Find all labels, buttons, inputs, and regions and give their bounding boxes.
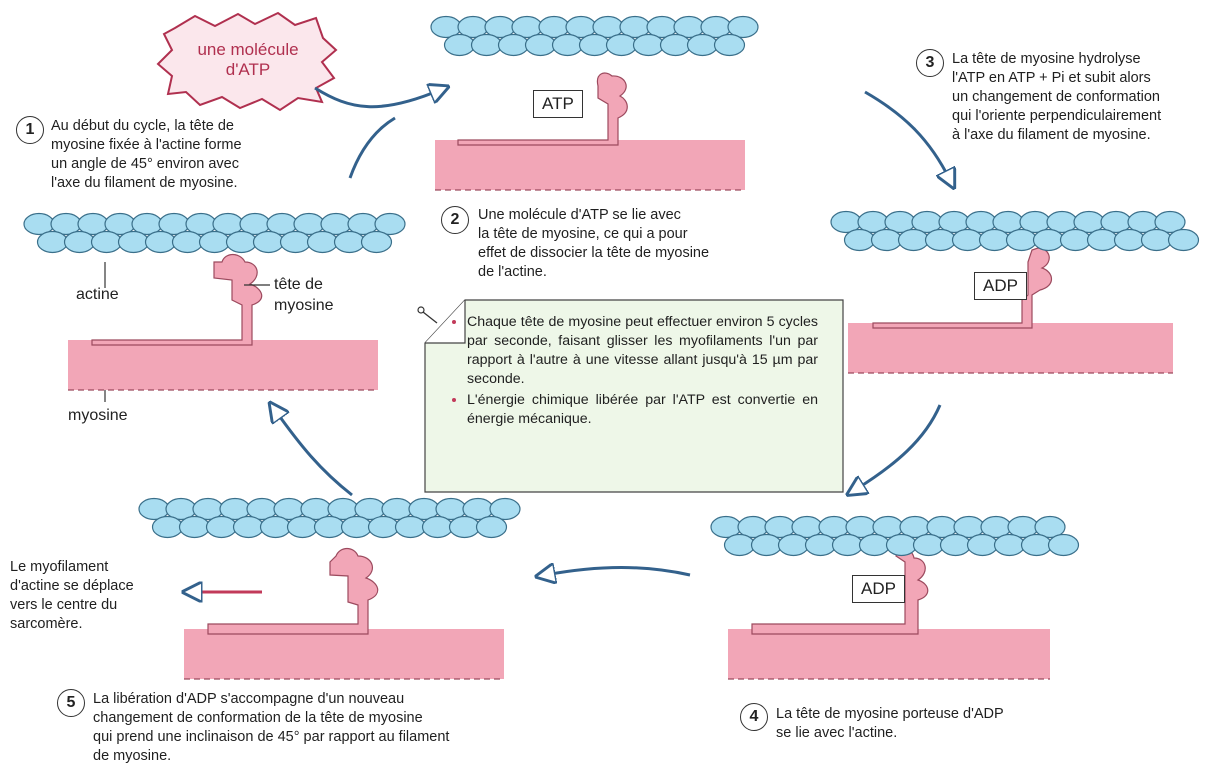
actin-monomer bbox=[288, 517, 318, 538]
actin-monomer bbox=[234, 517, 264, 538]
actin-monomer bbox=[995, 535, 1025, 556]
arrow-2-to-3 bbox=[865, 92, 950, 180]
note-item-cycles: Chaque tête de myosine peut effectuer en… bbox=[467, 313, 818, 389]
actin-monomer bbox=[887, 535, 917, 556]
actine-label: actine bbox=[76, 286, 119, 304]
actin-monomer bbox=[752, 535, 782, 556]
actin-monomer bbox=[227, 232, 257, 253]
actin-monomer bbox=[445, 35, 475, 56]
arrow-atp-to-2 bbox=[315, 88, 440, 107]
actin-monomer bbox=[1061, 230, 1091, 251]
step-3-number: 3 bbox=[916, 49, 944, 77]
actin-monomer bbox=[396, 517, 426, 538]
actin-monomer bbox=[281, 232, 311, 253]
actin-monomer bbox=[477, 517, 507, 538]
actin-monomer bbox=[899, 230, 929, 251]
arrow-4-to-5 bbox=[545, 568, 690, 576]
arrow-5-to-1 bbox=[275, 410, 352, 495]
step-1-number: 1 bbox=[16, 116, 44, 144]
actin-monomer bbox=[833, 535, 863, 556]
actin-monomer bbox=[65, 232, 95, 253]
actin-monomer bbox=[1169, 230, 1199, 251]
actin-monomer bbox=[553, 35, 583, 56]
actin-monomer bbox=[1142, 230, 1172, 251]
actin-displacement-note: Le myofilament d'actine se déplace vers … bbox=[10, 558, 134, 634]
actin-monomer bbox=[725, 535, 755, 556]
arrow-1-to-2 bbox=[350, 118, 395, 178]
actin-monomer bbox=[526, 35, 556, 56]
actin-monomer bbox=[499, 35, 529, 56]
step-5-number: 5 bbox=[57, 689, 85, 717]
note-item-energy: L'énergie chimique libérée par l'ATP est… bbox=[467, 391, 818, 429]
actin-monomer bbox=[38, 232, 68, 253]
step-2-number: 2 bbox=[441, 206, 469, 234]
actin-monomer bbox=[308, 232, 338, 253]
actin-monomer bbox=[634, 35, 664, 56]
actin-monomer bbox=[254, 232, 284, 253]
actin-monomer bbox=[661, 35, 691, 56]
actin-monomer bbox=[153, 517, 183, 538]
actin-monomer bbox=[688, 35, 718, 56]
actin-monomer bbox=[1007, 230, 1037, 251]
actin-monomer bbox=[261, 517, 291, 538]
actin-monomer bbox=[146, 232, 176, 253]
actin-monomer bbox=[1049, 535, 1079, 556]
actin-monomer bbox=[845, 230, 875, 251]
atp-badge: ATP bbox=[533, 90, 583, 118]
actin-monomer bbox=[926, 230, 956, 251]
actin-monomer bbox=[200, 232, 230, 253]
step-2-text: Une molécule d'ATP se lie avec la tête d… bbox=[478, 206, 709, 282]
actin-monomer bbox=[207, 517, 237, 538]
adp-badge-step4: ADP bbox=[852, 575, 905, 603]
step-4-number: 4 bbox=[740, 703, 768, 731]
actin-monomer bbox=[968, 535, 998, 556]
actin-monomer bbox=[342, 517, 372, 538]
step-5-text: La libération d'ADP s'accompagne d'un no… bbox=[93, 690, 449, 766]
actin-monomer bbox=[607, 35, 637, 56]
actin-monomer bbox=[1034, 230, 1064, 251]
actin-monomer bbox=[119, 232, 149, 253]
actin-monomer bbox=[860, 535, 890, 556]
actin-monomer bbox=[335, 232, 365, 253]
adp-badge-step3: ADP bbox=[974, 272, 1027, 300]
actin-monomer bbox=[173, 232, 203, 253]
note-pin-head bbox=[418, 307, 424, 313]
actin-monomer bbox=[980, 230, 1010, 251]
actin-monomer bbox=[1088, 230, 1118, 251]
step-3-text: La tête de myosine hydrolyse l'ATP en AT… bbox=[952, 50, 1161, 145]
step-4-text: La tête de myosine porteuse d'ADP se lie… bbox=[776, 705, 1004, 743]
actin-monomer bbox=[423, 517, 453, 538]
actin-monomer bbox=[941, 535, 971, 556]
actin-monomer bbox=[472, 35, 502, 56]
actin-monomer bbox=[872, 230, 902, 251]
actin-monomer bbox=[180, 517, 210, 538]
actin-monomer bbox=[715, 35, 745, 56]
actin-monomer bbox=[779, 535, 809, 556]
actin-monomer bbox=[315, 517, 345, 538]
myosine-label: myosine bbox=[68, 407, 128, 425]
actin-monomer bbox=[953, 230, 983, 251]
actin-monomer bbox=[806, 535, 836, 556]
actin-monomer bbox=[914, 535, 944, 556]
actin-monomer bbox=[362, 232, 392, 253]
actin-monomer bbox=[92, 232, 122, 253]
actin-monomer bbox=[1022, 535, 1052, 556]
atp-burst-label: une molécule d'ATP bbox=[178, 40, 318, 80]
tete-de-myosine-label: tête de myosine bbox=[274, 274, 334, 316]
actin-monomer bbox=[580, 35, 610, 56]
actin-monomer bbox=[369, 517, 399, 538]
actin-monomer bbox=[1115, 230, 1145, 251]
summary-note: Chaque tête de myosine peut effectuer en… bbox=[453, 313, 818, 431]
note-pin bbox=[423, 312, 437, 323]
step-1-text: Au début du cycle, la tête de myosine fi… bbox=[51, 117, 242, 193]
arrow-3-to-4 bbox=[855, 405, 940, 490]
actin-monomer bbox=[450, 517, 480, 538]
